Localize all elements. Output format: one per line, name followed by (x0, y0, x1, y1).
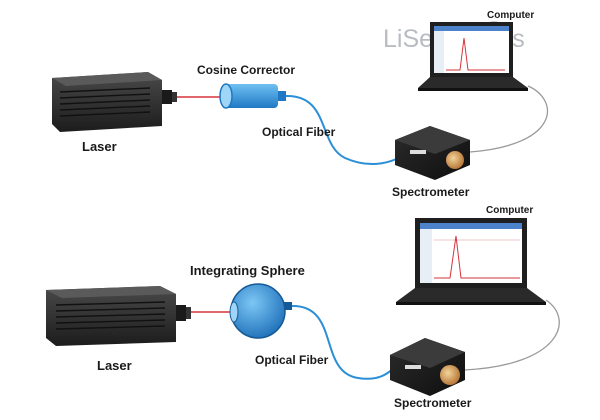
optical-fiber-2-label: Optical Fiber (255, 353, 329, 367)
laser-1-device (52, 72, 177, 132)
laser-1-label: Laser (82, 139, 117, 154)
setup-2: Laser Integrating Sphere Optical Fiber S… (46, 205, 560, 410)
integrating-sphere-device (229, 283, 292, 339)
laser-2-label: Laser (97, 358, 132, 373)
optical-fiber-1 (285, 94, 409, 165)
usb-cable-1 (469, 85, 549, 153)
cosine-corrector-label: Cosine Corrector (197, 63, 295, 77)
optical-fiber-1-label: Optical Fiber (262, 125, 336, 139)
setup-1: Laser Cosine Corrector Optical Fiber Spe… (52, 10, 549, 199)
spectrometer-2-device (390, 338, 465, 396)
planet-graphic-icon (446, 151, 464, 169)
computer-1-label: Computer (487, 10, 534, 21)
spectrometer-2-label: Spectrometer (394, 396, 472, 410)
planet-graphic-2-icon (440, 365, 460, 385)
usb-cable-2 (464, 299, 560, 371)
optical-fiber-2 (291, 304, 399, 380)
cosine-corrector-device (219, 83, 286, 109)
laptop-1-device (418, 22, 528, 91)
laptop-2-device (396, 218, 546, 305)
laser-2-device (46, 286, 191, 346)
spectrometer-1-label: Spectrometer (392, 185, 470, 199)
integrating-sphere-label: Integrating Sphere (190, 263, 305, 278)
spectrometer-1-device (395, 126, 470, 180)
computer-2-label: Computer (486, 205, 533, 216)
